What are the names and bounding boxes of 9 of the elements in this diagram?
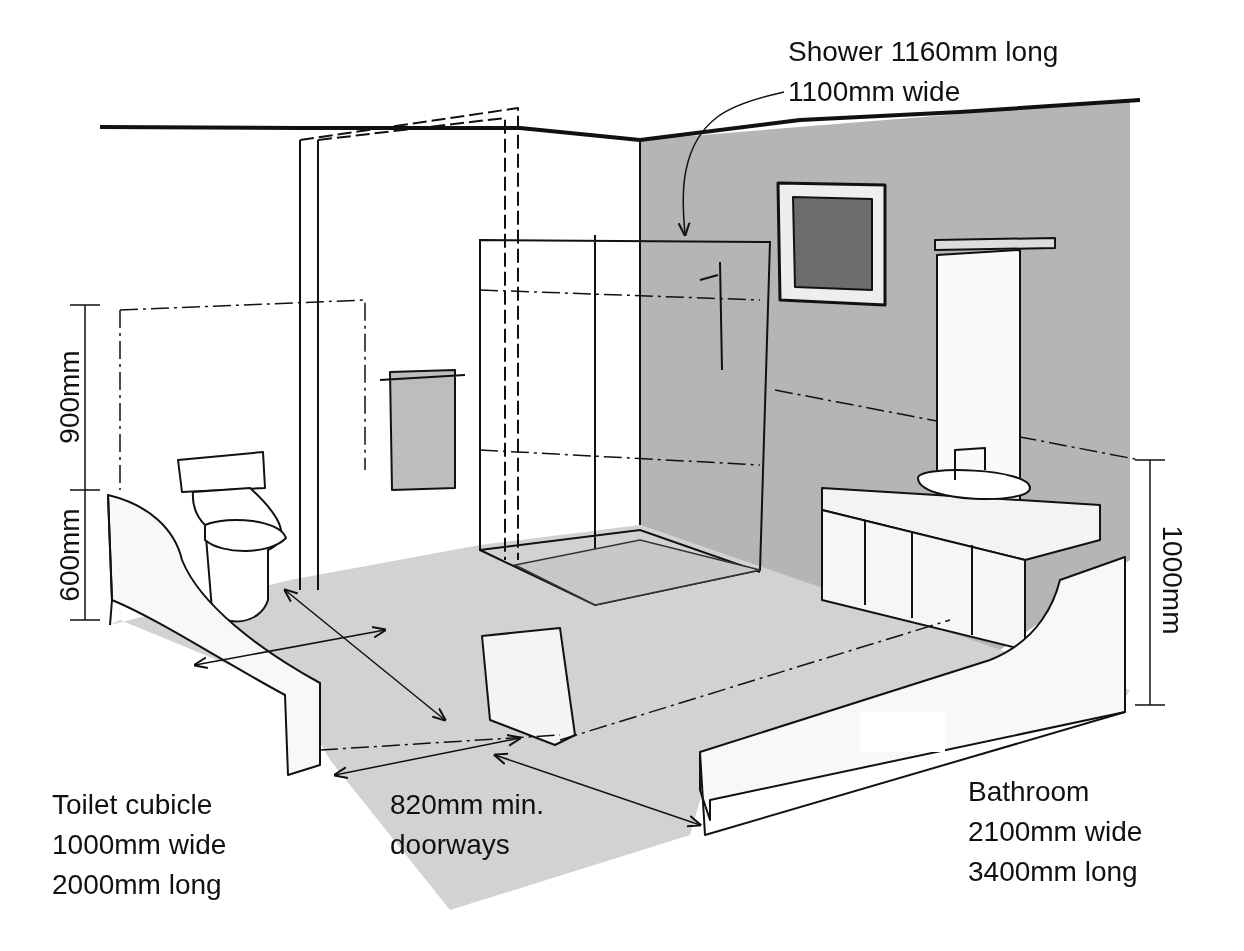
shower-enclosure <box>479 234 771 606</box>
annotation-text: 820mm min. doorways <box>390 788 546 862</box>
annotation-text: Bathroom 2100mm wide 3400mm long <box>968 775 1144 889</box>
callout-text: Shower 1160mm long 1100mm wide <box>788 32 1118 112</box>
leader-line <box>677 91 785 238</box>
dimension-label: 600mm <box>55 508 85 602</box>
dimension-label: 1000mm <box>1157 525 1187 635</box>
annotation-text: Toilet cubicle 1000mm wide 2000mm long <box>52 788 228 902</box>
dimension-label: 900mm <box>55 350 85 444</box>
